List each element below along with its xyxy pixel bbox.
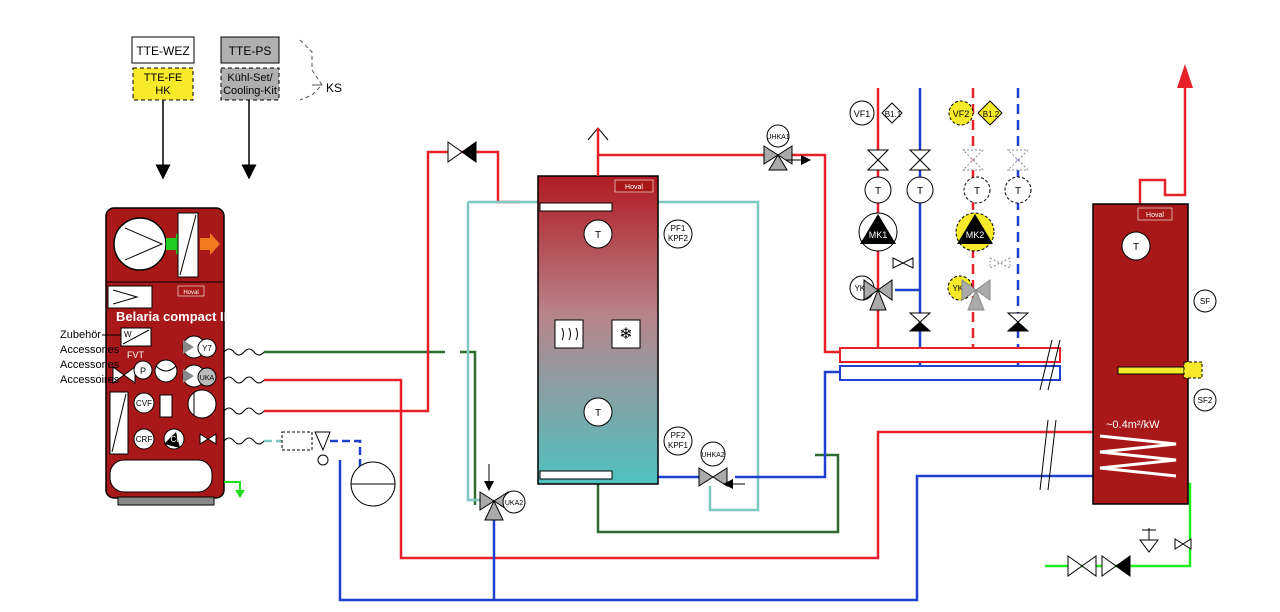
vf1-label: VF1 xyxy=(854,109,871,119)
dhw-outlet-arrow-icon xyxy=(1177,64,1193,88)
accessory-tte-wez: TTE-WEZ xyxy=(131,36,195,64)
temp-sensor-bottom-icon xyxy=(583,397,613,427)
pressure-sensor-icon xyxy=(133,360,153,380)
heat-pump-name: Belaria compact IR xyxy=(116,309,234,324)
label-accessoires: Accessoires xyxy=(60,374,120,386)
w-label: W xyxy=(124,330,132,339)
yk2-label: YK2 xyxy=(952,284,968,293)
tte-wez-label: TTE-WEZ xyxy=(136,44,189,58)
fan-icon xyxy=(113,217,167,271)
brand-logo: Hoval xyxy=(183,290,198,296)
accessories-labels: Zubehör Accessories Accessories Accessoi… xyxy=(60,329,121,386)
check-valve-icon xyxy=(447,141,463,163)
b11-label: B1.1 xyxy=(885,110,902,119)
expansion-vessel xyxy=(281,431,396,507)
temp-sensor-top-icon xyxy=(583,219,613,249)
coil-area-label: ~0.4m²/kW xyxy=(1106,419,1160,431)
accessory-cooling-kit: Kühl-Set/ Cooling-Kit xyxy=(220,67,280,101)
dhw-brand: Hoval xyxy=(1146,212,1164,219)
label-zubehor: Zubehör xyxy=(60,329,101,341)
mk1-label: MK1 xyxy=(869,230,888,240)
uka2-label: UKA2 xyxy=(505,500,523,507)
accessory-tte-fe: TTE-FE HK xyxy=(132,67,194,101)
ks-label: KS xyxy=(326,81,342,95)
sf-label: SF xyxy=(1200,297,1210,306)
pf2-label: PF2 xyxy=(671,431,686,440)
uhka1-valve: UHKA1 xyxy=(763,124,811,171)
label-accessories-1: Accessories xyxy=(60,344,120,356)
cvf-label: CVF xyxy=(136,399,152,408)
kpf2-label: KPF2 xyxy=(668,234,689,243)
svg-text:❄: ❄ xyxy=(619,326,632,343)
dhw-inlet-valves xyxy=(1067,528,1192,577)
heat-exchanger-coil xyxy=(1099,434,1177,478)
mk2-label: MK2 xyxy=(966,230,985,240)
t-label-3: T xyxy=(974,186,980,197)
buffer-storage-tank: Hoval T T ❄ xyxy=(537,175,659,485)
distribution-manifold xyxy=(839,339,1061,391)
uka2-valve: UKA2 xyxy=(479,464,526,521)
t-label-1: T xyxy=(875,186,881,197)
sf2-label: SF2 xyxy=(1198,396,1213,405)
fvt-valve-icon xyxy=(112,366,136,384)
y7-label: Y7 xyxy=(202,344,212,353)
heating-circuit-2: VF2 B1.2 T T MK2 YK2 xyxy=(947,100,1032,332)
cooling-icon xyxy=(611,319,641,349)
uhka1-label: UHKA1 xyxy=(766,134,789,141)
tte-ps-label: TTE-PS xyxy=(229,44,272,58)
t-label-2: T xyxy=(917,186,923,197)
tte-fe-label: TTE-FE xyxy=(144,72,183,84)
kpf1-label: KPF1 xyxy=(668,441,689,450)
vf2-label: VF2 xyxy=(953,109,970,119)
dhw-storage-tank: Hoval T SF SF2 ~0.4m²/kW xyxy=(1092,203,1217,505)
t-label-4: T xyxy=(1015,186,1021,197)
fvt-label: FVT xyxy=(127,350,145,360)
airflow-out-icon xyxy=(200,233,220,255)
cp-label: CP xyxy=(170,435,181,444)
t-top-label: T xyxy=(595,230,601,241)
uka-label: UKA xyxy=(200,375,215,382)
tank-sensors: PF1 KPF2 PF2 KPF1 xyxy=(663,219,693,456)
tank-brand: Hoval xyxy=(625,184,643,191)
p-label: P xyxy=(140,366,146,376)
cooling-label-2: Cooling-Kit xyxy=(223,85,277,97)
t-bottom-label: T xyxy=(595,408,601,419)
heating-circuit-1: VF1 B1.1 T T MK1 YK1 xyxy=(849,100,934,332)
uhka2-valve: UHKA2 xyxy=(698,441,745,489)
yk1-label: YK1 xyxy=(854,284,870,293)
dhw-t-label: T xyxy=(1133,242,1139,253)
b12-label: B1.2 xyxy=(983,110,1000,119)
pf1-label: PF1 xyxy=(671,224,686,233)
cooling-label-1: Kühl-Set/ xyxy=(227,72,273,84)
crf-label: CRF xyxy=(136,435,153,444)
uhka2-label: UHKA2 xyxy=(701,452,724,459)
accessory-tte-ps: TTE-PS xyxy=(220,36,280,64)
label-accessories-2: Accessories xyxy=(60,359,120,371)
hk-label: HK xyxy=(155,85,171,97)
heat-pump-unit: Hoval Belaria compact IR W FVT P Y7 UKA … xyxy=(105,207,265,506)
heating-icon xyxy=(554,319,584,349)
